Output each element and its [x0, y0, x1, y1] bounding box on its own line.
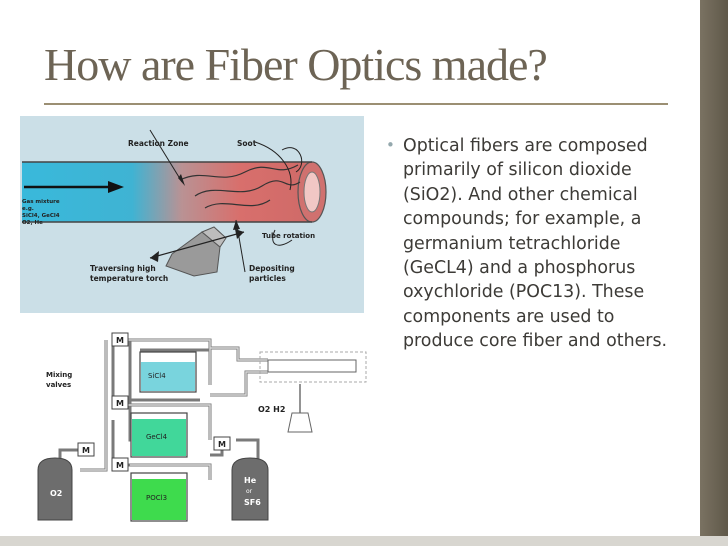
- title-rule: [44, 103, 668, 105]
- valve-3-label: M: [82, 446, 90, 455]
- he-label: He: [244, 476, 257, 485]
- gecl4-label: GeCl4: [146, 433, 168, 441]
- depositing-label-1: Depositing: [249, 264, 295, 273]
- gas-mixture-label-4: O2, He: [22, 220, 43, 226]
- slide-edge-bottom: [0, 536, 728, 546]
- he-or-label: or: [246, 488, 253, 495]
- sf6-label: SF6: [244, 498, 261, 507]
- tube-rotation-label: Tube rotation: [262, 232, 315, 240]
- mini-tube-frame: [259, 351, 367, 383]
- valve-4-label: M: [116, 461, 124, 470]
- gas-mixture-label-2: e.g.: [22, 206, 34, 212]
- reaction-zone-label: Reaction Zone: [128, 139, 189, 148]
- bullet-text: Optical fibers are composed primarily of…: [403, 136, 668, 352]
- valve-5-label: M: [218, 440, 226, 449]
- mini-tube: [267, 359, 357, 373]
- o2-cylinder: [37, 457, 73, 521]
- mixing-label-2: valves: [46, 381, 71, 389]
- mini-torch: [287, 412, 313, 433]
- mixing-valves: [77, 332, 231, 472]
- sicl4-label: SiCl4: [148, 372, 166, 380]
- slide-edge-right: [700, 0, 728, 546]
- soot-label: Soot: [237, 139, 257, 148]
- gas-mixture-label-3: SiCl4, GeCl4: [22, 213, 60, 219]
- o2h2-label: O2 H2: [258, 405, 285, 414]
- depositing-label-2: particles: [249, 274, 286, 283]
- pocl3-label: POCl3: [146, 494, 167, 502]
- valve-1-label: M: [116, 336, 124, 345]
- slide-title: How are Fiber Optics made?: [44, 39, 548, 90]
- o2-label: O2: [50, 489, 62, 498]
- torch-label-1: Traversing high: [90, 264, 156, 273]
- torch-label-2: temperature torch: [90, 274, 168, 283]
- reaction-tube: [22, 162, 312, 222]
- soot-lines: [179, 164, 299, 181]
- mixing-label-1: Mixing: [46, 371, 72, 379]
- valve-2-label: M: [116, 399, 124, 408]
- gas-mixture-label-1: Gas mixture: [22, 199, 60, 205]
- he-cylinder: [231, 457, 269, 521]
- bullet-icon: •: [386, 136, 395, 154]
